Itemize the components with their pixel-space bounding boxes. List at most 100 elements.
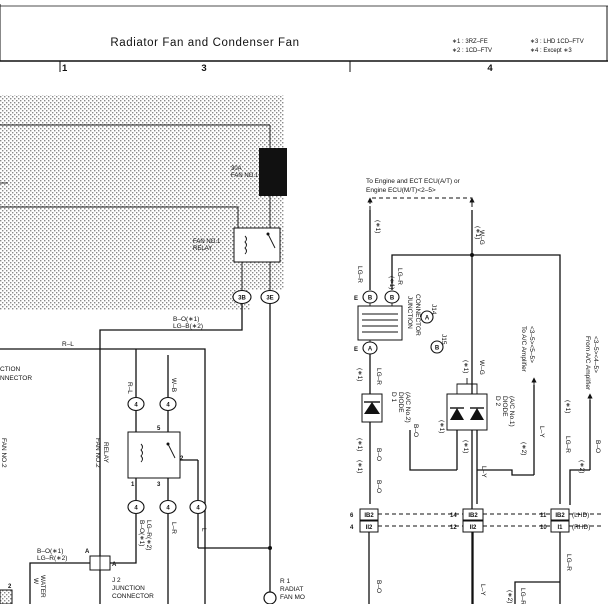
fan-relay-1: FAN NO.1 RELAY: [193, 227, 281, 290]
pin-3e: 3E: [266, 296, 273, 302]
r1-label1: RADIAT: [280, 586, 303, 593]
r1-label2: FAN MO: [280, 594, 305, 601]
relay1-label: FAN NO.1: [193, 239, 221, 245]
connector-3b-3e: 3B 3E: [232, 289, 280, 604]
page-title: Radiator Fan and Condenser Fan: [110, 37, 299, 49]
relay2-pin5: 5: [157, 426, 161, 432]
relay2-pin2: 2: [180, 456, 184, 462]
j14-pin-a: A: [368, 347, 373, 353]
j2-wire1: B–O(∗1): [37, 548, 63, 555]
d2-star2: (∗1): [462, 440, 469, 453]
diode-d1: D 1 DIODE (A/C No.2) (∗1) B–O (∗1) B–O: [356, 392, 411, 493]
d2-wire-ly: L–Y: [480, 466, 487, 478]
wire-bo-lgb: B–O(∗1) LG–B(∗2): [99, 316, 243, 568]
wire-lgr: LG–R(∗2): [145, 520, 152, 550]
ac-amplifier-wires: To A/C Amplifier <3–5><5–5> L–Y (∗2) LG–…: [477, 326, 601, 505]
j14-pin-e2: E: [354, 347, 358, 353]
wire-l: L: [200, 528, 207, 532]
to-ac1-sub: <3–5><5–5>: [528, 326, 535, 363]
j14-pin-a2: A: [425, 316, 430, 322]
section-4: 4: [487, 63, 493, 74]
relay2-pin-a: 4: [134, 403, 138, 409]
from-ac2-sub: <3–5><4–5>: [592, 336, 599, 373]
star1-top2: (∗1): [474, 226, 481, 239]
j14-pin-e: E: [354, 296, 358, 302]
star1-top: (∗1): [374, 220, 381, 233]
from-ac2: From A/C Amplifier: [584, 336, 591, 391]
bottom-wire-ly: L–Y: [479, 584, 486, 596]
d2-name: D 2: [494, 396, 501, 407]
conn-i1-c: I1: [557, 525, 563, 531]
d2-wire-bo: B–O: [412, 424, 419, 437]
wire-lgr-right: LG–R: [396, 268, 403, 285]
d2-sub: (A/C No.1): [508, 396, 515, 427]
d1-name: D 1: [390, 392, 397, 403]
rhd-label: (RHD): [572, 524, 590, 531]
wire-rl-top: R–L: [62, 341, 74, 348]
section-1: 1: [62, 63, 68, 74]
j14-pin-b2: B: [390, 296, 395, 302]
bottom-wire-bo: B–O: [375, 580, 382, 593]
j2-name: J 2: [112, 577, 121, 584]
relay2-label: FAN NO.2: [94, 438, 101, 468]
relay2-pin-d: 4: [166, 506, 170, 512]
pin-6: 6: [350, 513, 354, 519]
far-star1: (∗1): [564, 400, 571, 413]
d1-label: DIODE: [397, 392, 404, 413]
fuse-body: [259, 148, 287, 196]
fuse-label: 30A: [231, 166, 242, 172]
relay2-pin-b: 4: [166, 403, 170, 409]
ecu-text1: To Engine and ECT ECU(A/T) or: [366, 178, 461, 185]
relay2-pin3: 3: [157, 482, 161, 488]
edge-text: FAN NO.2: [0, 438, 7, 468]
j15-pin-b2: B: [435, 346, 440, 352]
wire-wg: W–G: [478, 230, 485, 245]
j14-label2: CONNECTOR: [414, 294, 421, 336]
edge-wb: W: [32, 578, 39, 585]
note-4: ∗4 : Except ∗3: [530, 48, 572, 54]
d2-wire-wg: W–G: [478, 360, 485, 375]
left-edge-partial: FAN NO.2 2 W WATER: [0, 438, 46, 604]
d2-star-top: (∗1): [462, 360, 469, 373]
lhd-label: (LHD): [572, 512, 589, 519]
junction-connector-j14: B B E JUNCTION CONNECTOR A B J14 J15 A E…: [354, 290, 447, 394]
fuse-30a: 30A FAN NO.1: [231, 148, 287, 228]
junction-connector-j2: A A B–O(∗1) LG–R(∗2) J 2 JUNCTION CONNEC…: [29, 548, 154, 604]
ecu-header: To Engine and ECT ECU(A/T) or Engine ECU…: [366, 178, 475, 210]
wire-lgb-label: LG–B(∗2): [173, 323, 203, 330]
j2-wire2: LG–R(∗2): [37, 555, 67, 562]
wire-rl: R–L CTION NNECTOR: [0, 341, 206, 604]
pin-4: 4: [350, 525, 354, 531]
far-wire-bo: B–O: [594, 440, 601, 453]
ecu-text2: Engine ECU(M/T)<2–5>: [366, 187, 436, 194]
wire-bo2: B–O(∗1): [138, 520, 145, 546]
pin-12: 12: [450, 525, 457, 531]
note-3: ∗3 : LHD 1CD–FTV: [530, 39, 584, 45]
conn-text1: CTION: [0, 366, 21, 373]
relay2-wire-wb: W–B: [170, 378, 177, 392]
relay2-pin-e: 4: [196, 506, 200, 512]
connector-ib2-ii2: IB2 II2 6 4 IB2 II2 14 12 IB2 I1 11 10 (…: [350, 478, 604, 604]
relay2-wire-rl: R–L: [126, 382, 133, 394]
d2-star: (∗1): [438, 420, 445, 433]
header: Radiator Fan and Condenser Fan ∗1 : 3RZ–…: [0, 4, 608, 74]
radiator-fan-motor-r1: R 1 RADIAT FAN MO: [263, 578, 305, 604]
to-ac1: To A/C Amplifier: [520, 326, 527, 373]
j2-label2: CONNECTOR: [112, 593, 154, 600]
edge-water: WATER: [39, 575, 46, 598]
d1-wire-bo2: B–O: [375, 480, 382, 493]
section-3: 3: [201, 63, 206, 74]
pin-10: 10: [540, 525, 547, 531]
fan-relay-2: R–L W–B 4 4 5 1 3 2 FAN NO.2 RELAY 4 4 4…: [94, 349, 272, 604]
conn-ib2-c: IB2: [555, 513, 565, 519]
j14-label1: JUNCTION: [406, 296, 413, 329]
d1-star2: (∗1): [356, 460, 363, 473]
j2-pin-a1: A: [85, 549, 90, 555]
ac-star2: (∗2): [520, 442, 527, 455]
ac-wire-lgr: LG–R: [564, 436, 571, 453]
note-2: ∗2 : 1CD–FTV: [452, 48, 492, 54]
conn-ii2-b: II2: [470, 525, 477, 531]
bottom-star2: (∗2): [506, 590, 513, 603]
d1-sub: (A/C No.2): [404, 392, 411, 423]
